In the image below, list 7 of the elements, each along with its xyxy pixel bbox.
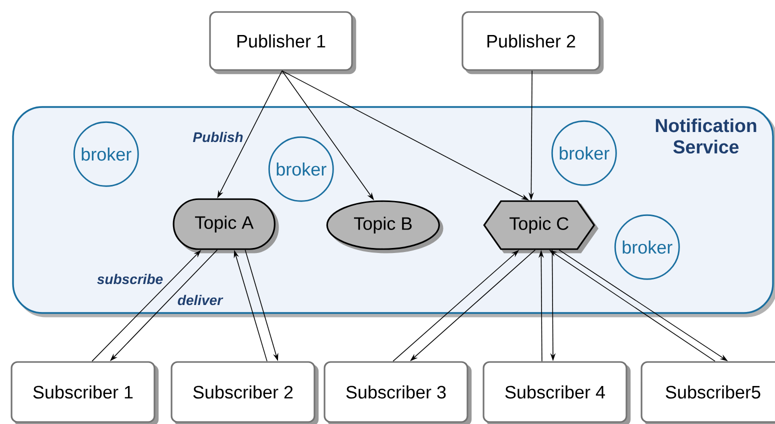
- subscriber-box: Subscriber 3: [324, 361, 472, 424]
- subscriber-box: Subscriber 4: [482, 361, 631, 424]
- publisher-box: Publisher 2: [462, 11, 604, 74]
- subscriber-box: Subscriber 2: [170, 361, 319, 424]
- subscriber-box: Subscriber5: [640, 361, 775, 424]
- publisher-box: Publisher 1: [209, 11, 356, 74]
- subscriber-box: Subscriber 1: [10, 361, 159, 424]
